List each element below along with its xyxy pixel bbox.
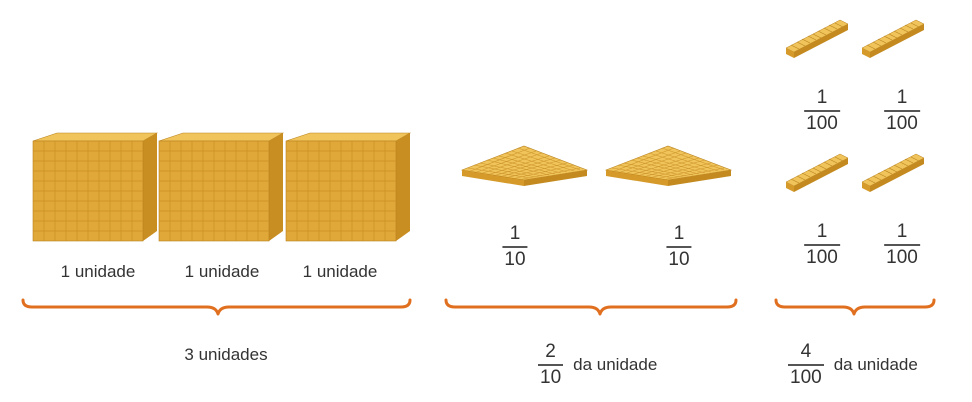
tenth-flat-1 xyxy=(460,145,589,186)
hundredths-total-text: da unidade xyxy=(833,355,918,374)
fraction-numerator: 1 xyxy=(673,223,685,244)
fraction-numerator: 4 xyxy=(800,341,812,362)
tenths-total-text: da unidade xyxy=(573,355,658,374)
flat-fraction-1: 1 10 xyxy=(502,223,528,270)
fraction-denominator: 100 xyxy=(790,367,822,388)
brace-tenths xyxy=(444,298,738,316)
unit-cube-1 xyxy=(32,132,159,242)
unit-label-3: 1 unidade xyxy=(302,262,378,281)
fraction-numerator: 1 xyxy=(896,87,908,108)
hundredth-rod-2 xyxy=(861,19,925,58)
unit-label-2: 1 unidade xyxy=(184,262,260,281)
rod-fraction-1: 1 100 xyxy=(804,88,840,134)
fraction-bar xyxy=(804,244,840,246)
fraction-numerator: 1 xyxy=(509,223,521,244)
tenths-total-fraction: 2 10 xyxy=(538,341,564,388)
rod-fraction-4: 1 100 xyxy=(884,222,920,268)
fraction-bar xyxy=(804,110,840,112)
hundredth-rod-3 xyxy=(785,153,849,192)
tenth-flat-2 xyxy=(604,145,733,186)
fraction-denominator: 100 xyxy=(886,113,918,134)
fraction-denominator: 100 xyxy=(886,247,918,268)
unit-cube-2 xyxy=(158,132,285,242)
tenths-total: 2 10 da unidade xyxy=(538,342,657,388)
fraction-numerator: 1 xyxy=(896,221,908,242)
brace-hundredths xyxy=(774,298,936,316)
fraction-bar xyxy=(884,110,920,112)
unit-label-1: 1 unidade xyxy=(60,262,136,281)
hundredths-total-fraction: 4 100 xyxy=(788,342,824,388)
fraction-bar xyxy=(538,364,564,366)
fraction-bar xyxy=(884,244,920,246)
flat-fraction-2: 1 10 xyxy=(666,223,692,270)
rod-fraction-3: 1 100 xyxy=(804,222,840,268)
rod-fraction-2: 1 100 xyxy=(884,88,920,134)
fraction-denominator: 10 xyxy=(504,249,526,270)
fraction-bar xyxy=(666,246,692,248)
unit-cube-3 xyxy=(285,132,412,242)
fraction-numerator: 1 xyxy=(816,87,828,108)
fraction-bar xyxy=(502,246,528,248)
units-total-label: 3 unidades xyxy=(184,345,268,364)
fraction-denominator: 100 xyxy=(806,247,838,268)
hundredth-rod-1 xyxy=(785,19,849,58)
fraction-numerator: 1 xyxy=(816,221,828,242)
fraction-bar xyxy=(788,364,824,366)
fraction-denominator: 10 xyxy=(540,367,562,388)
fraction-denominator: 100 xyxy=(806,113,838,134)
brace-units xyxy=(21,298,412,316)
fraction-numerator: 2 xyxy=(545,341,556,362)
hundredths-total: 4 100 da unidade xyxy=(788,342,918,388)
hundredth-rod-4 xyxy=(861,153,925,192)
fraction-denominator: 10 xyxy=(668,249,690,270)
